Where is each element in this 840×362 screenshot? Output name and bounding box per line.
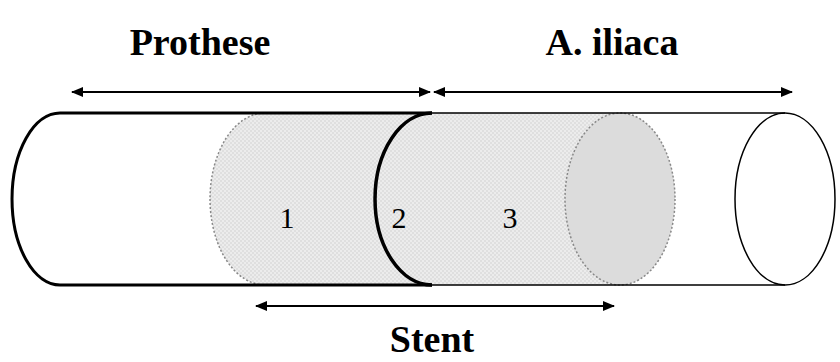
dimension-arrow [256,305,614,307]
dimension-arrow [72,91,430,93]
part-label: A. iliaca [546,23,679,61]
artery-end [735,113,835,285]
stent-region [210,113,675,285]
stent-edge [210,113,265,285]
part-label: Prothese [130,23,271,61]
prosthesis-end [12,113,60,285]
prosthesis-rim [375,113,432,285]
callout-number: 3 [503,203,518,233]
artery-wall [432,113,785,285]
dimension-arrow [434,91,792,93]
callout-number: 1 [280,203,295,233]
stent-end [565,113,675,285]
prosthesis-wall [60,113,432,285]
callout-number: 2 [392,203,407,233]
part-label: Stent [390,320,474,358]
